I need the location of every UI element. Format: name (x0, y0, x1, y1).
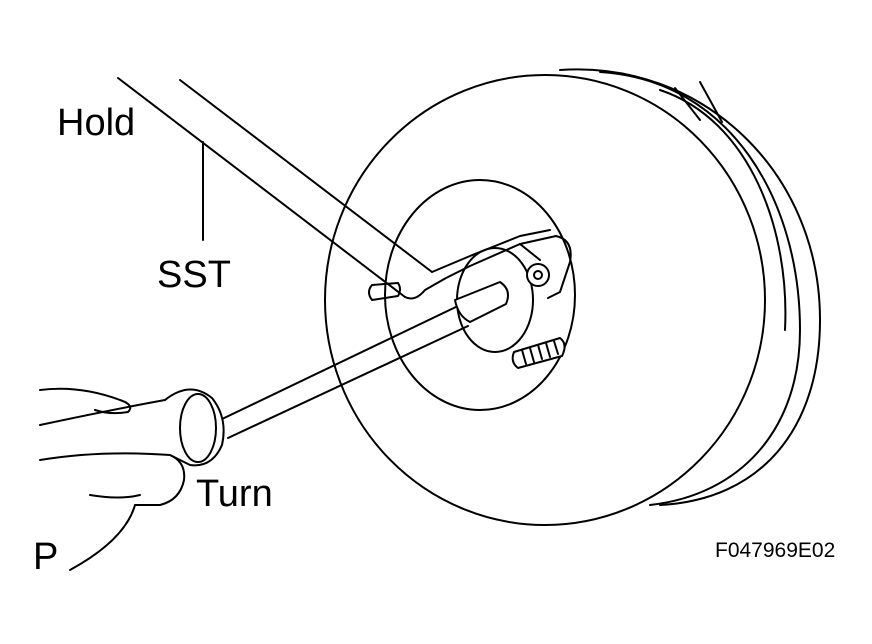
screwdriver (164, 281, 509, 467)
sst-tool (117, 77, 572, 300)
sst-label: SST (157, 254, 231, 296)
wheel-stud (511, 337, 566, 369)
hold-label: Hold (57, 102, 135, 144)
wheel-disc (324, 68, 821, 526)
hand (39, 387, 186, 571)
figure-code: F047969E02 (715, 539, 835, 562)
turn-label: Turn (196, 473, 273, 515)
view-marker-label: P (33, 536, 58, 578)
